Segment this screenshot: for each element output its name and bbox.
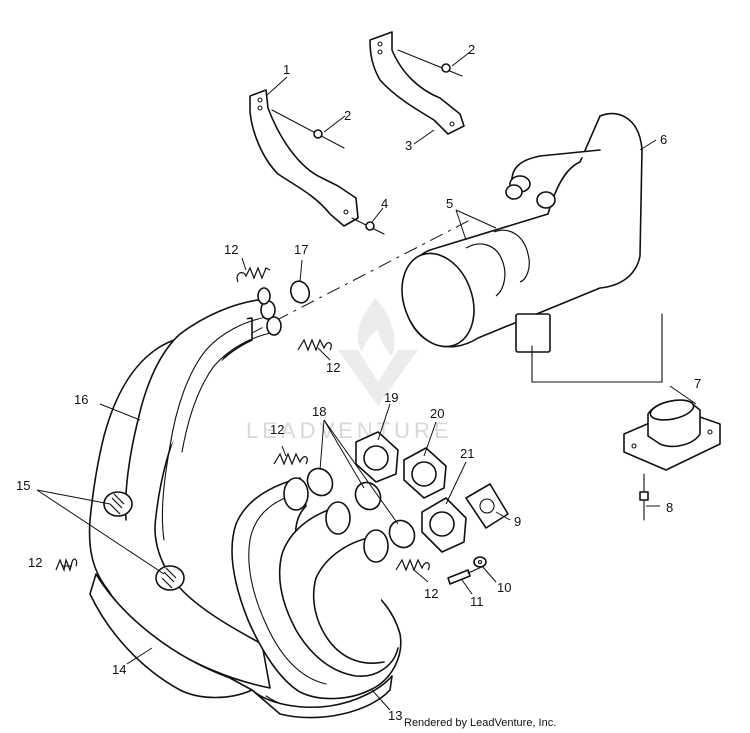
part-17-ring bbox=[289, 280, 311, 304]
part-2-bolt-b bbox=[397, 49, 463, 77]
render-credit: Rendered by LeadVenture, Inc. bbox=[404, 717, 557, 729]
callout-7: 7 bbox=[694, 376, 701, 391]
leader-lines bbox=[36, 51, 697, 711]
part-14-lower-shield bbox=[89, 491, 253, 699]
callout-12d: 12 bbox=[28, 555, 42, 570]
callout-6: 6 bbox=[660, 132, 667, 147]
part-10-washer bbox=[473, 556, 487, 568]
part-12-spring-c bbox=[273, 452, 308, 466]
watermark-text: LEADVENTURE bbox=[246, 418, 453, 443]
part-16-heat-shield bbox=[88, 287, 282, 689]
part-9-gasket bbox=[465, 483, 509, 529]
callout-14: 14 bbox=[112, 662, 126, 677]
callout-17: 17 bbox=[294, 242, 308, 257]
callout-11: 11 bbox=[470, 594, 484, 609]
part-7-mount bbox=[531, 313, 721, 471]
part-6-muffler bbox=[401, 112, 643, 353]
part-12-spring-d bbox=[55, 557, 78, 573]
part-11-bolt bbox=[447, 565, 485, 585]
callout-12c: 12 bbox=[270, 422, 284, 437]
part-20-flange bbox=[403, 447, 447, 499]
callout-9: 9 bbox=[514, 514, 521, 529]
callout-19: 19 bbox=[384, 390, 398, 405]
callout-1: 1 bbox=[283, 62, 290, 77]
callout-16: 16 bbox=[74, 392, 88, 407]
callout-5: 5 bbox=[446, 196, 453, 211]
part-12-spring-b bbox=[297, 338, 332, 352]
alignment-line bbox=[249, 219, 471, 335]
callout-18: 18 bbox=[312, 404, 326, 419]
part-1-bracket bbox=[249, 89, 359, 227]
callout-12e: 12 bbox=[424, 586, 438, 601]
flame-logo-icon bbox=[357, 298, 395, 356]
callout-13: 13 bbox=[388, 708, 402, 723]
part-12-spring-a bbox=[236, 266, 271, 283]
callout-labels: 1 2 2 3 4 5 6 7 8 9 10 11 12 12 12 12 12… bbox=[16, 42, 701, 723]
callout-4: 4 bbox=[381, 196, 388, 211]
callout-20: 20 bbox=[430, 406, 444, 421]
part-4-nut bbox=[351, 217, 385, 235]
callout-15: 15 bbox=[16, 478, 30, 493]
callout-8: 8 bbox=[666, 500, 673, 515]
callout-12a: 12 bbox=[224, 242, 238, 257]
callout-10: 10 bbox=[497, 580, 511, 595]
callout-21: 21 bbox=[460, 446, 474, 461]
part-21-flange bbox=[421, 497, 467, 553]
part-3-bracket bbox=[369, 31, 465, 135]
part-2-bolt-a bbox=[271, 109, 345, 149]
part-13-header-pipes bbox=[231, 477, 402, 719]
part-19-flange bbox=[355, 431, 399, 483]
leadventure-watermark: LEADVENTURE bbox=[246, 298, 453, 443]
part-18-clamps bbox=[306, 467, 416, 549]
v-logo-icon bbox=[338, 350, 418, 406]
callout-12b: 12 bbox=[326, 360, 340, 375]
callout-2a: 2 bbox=[344, 108, 351, 123]
callout-3: 3 bbox=[405, 138, 412, 153]
part-8-bolt bbox=[639, 473, 649, 521]
callout-2b: 2 bbox=[468, 42, 475, 57]
part-12-spring-e bbox=[395, 558, 430, 572]
